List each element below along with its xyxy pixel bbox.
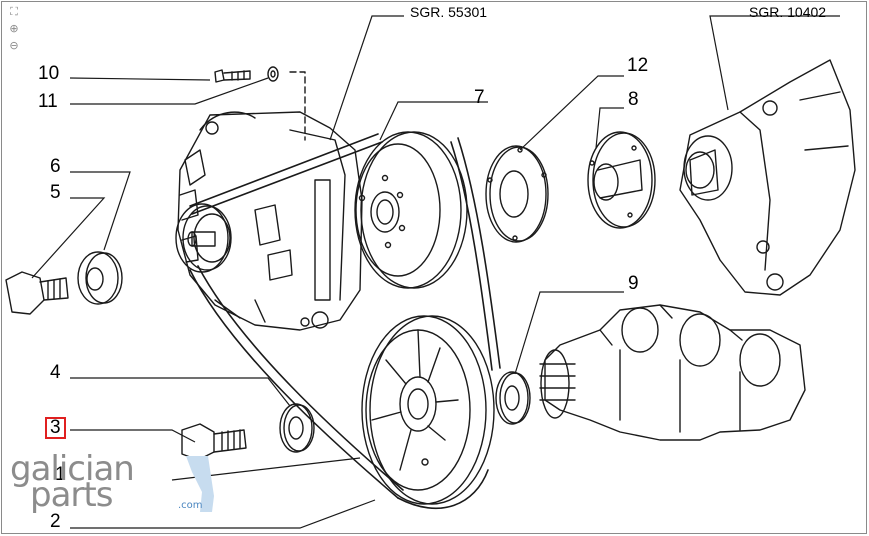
v-belt (189, 133, 501, 510)
water-pump-housing (679, 59, 856, 296)
watermark-logo: galician parts .com (10, 452, 220, 522)
washer-4 (279, 403, 315, 453)
crankshaft (539, 304, 806, 441)
washer-11 (267, 66, 279, 82)
callout-6[interactable]: 6 (50, 156, 61, 177)
callout-4[interactable]: 4 (50, 362, 61, 383)
zoom-out-icon[interactable]: ⊖ (9, 39, 19, 52)
seal-ring (495, 371, 531, 425)
callout-5[interactable]: 5 (50, 182, 61, 203)
callout-12[interactable]: 12 (627, 55, 649, 76)
callout-7[interactable]: 7 (474, 87, 485, 108)
callout-2[interactable]: 2 (50, 511, 61, 532)
viewer-toolbar: ⛶ ⊕ ⊖ (6, 5, 24, 55)
crank-pulley (361, 315, 495, 505)
watermark-suffix: .com (178, 500, 203, 511)
reference-label-left[interactable]: SGR. 55301 (410, 4, 488, 20)
bolt-3 (181, 423, 247, 461)
hub-flange (587, 131, 656, 229)
zoom-in-icon[interactable]: ⊕ (9, 22, 19, 35)
spacer-plate (485, 145, 549, 243)
watermark-shape (186, 456, 214, 512)
leader-lines (31, 15, 840, 529)
fit-page-icon[interactable]: ⛶ (10, 5, 18, 18)
alternator-pulley (175, 203, 232, 273)
callout-1[interactable]: 1 (55, 464, 66, 485)
callout-3[interactable]: 3 (45, 417, 66, 439)
water-pump-pulley (354, 131, 468, 289)
reference-label-right[interactable]: SGR. 10402 (749, 4, 827, 20)
bolt-5 (5, 271, 69, 315)
watermark-line-2: parts (30, 475, 113, 515)
callout-11[interactable]: 11 (38, 91, 58, 112)
watermark-line-1: galician (10, 449, 135, 489)
callout-9[interactable]: 9 (628, 273, 639, 294)
screw-10 (214, 69, 251, 83)
washer-6 (77, 251, 123, 305)
callout-10[interactable]: 10 (38, 63, 60, 84)
callout-8[interactable]: 8 (628, 89, 639, 110)
